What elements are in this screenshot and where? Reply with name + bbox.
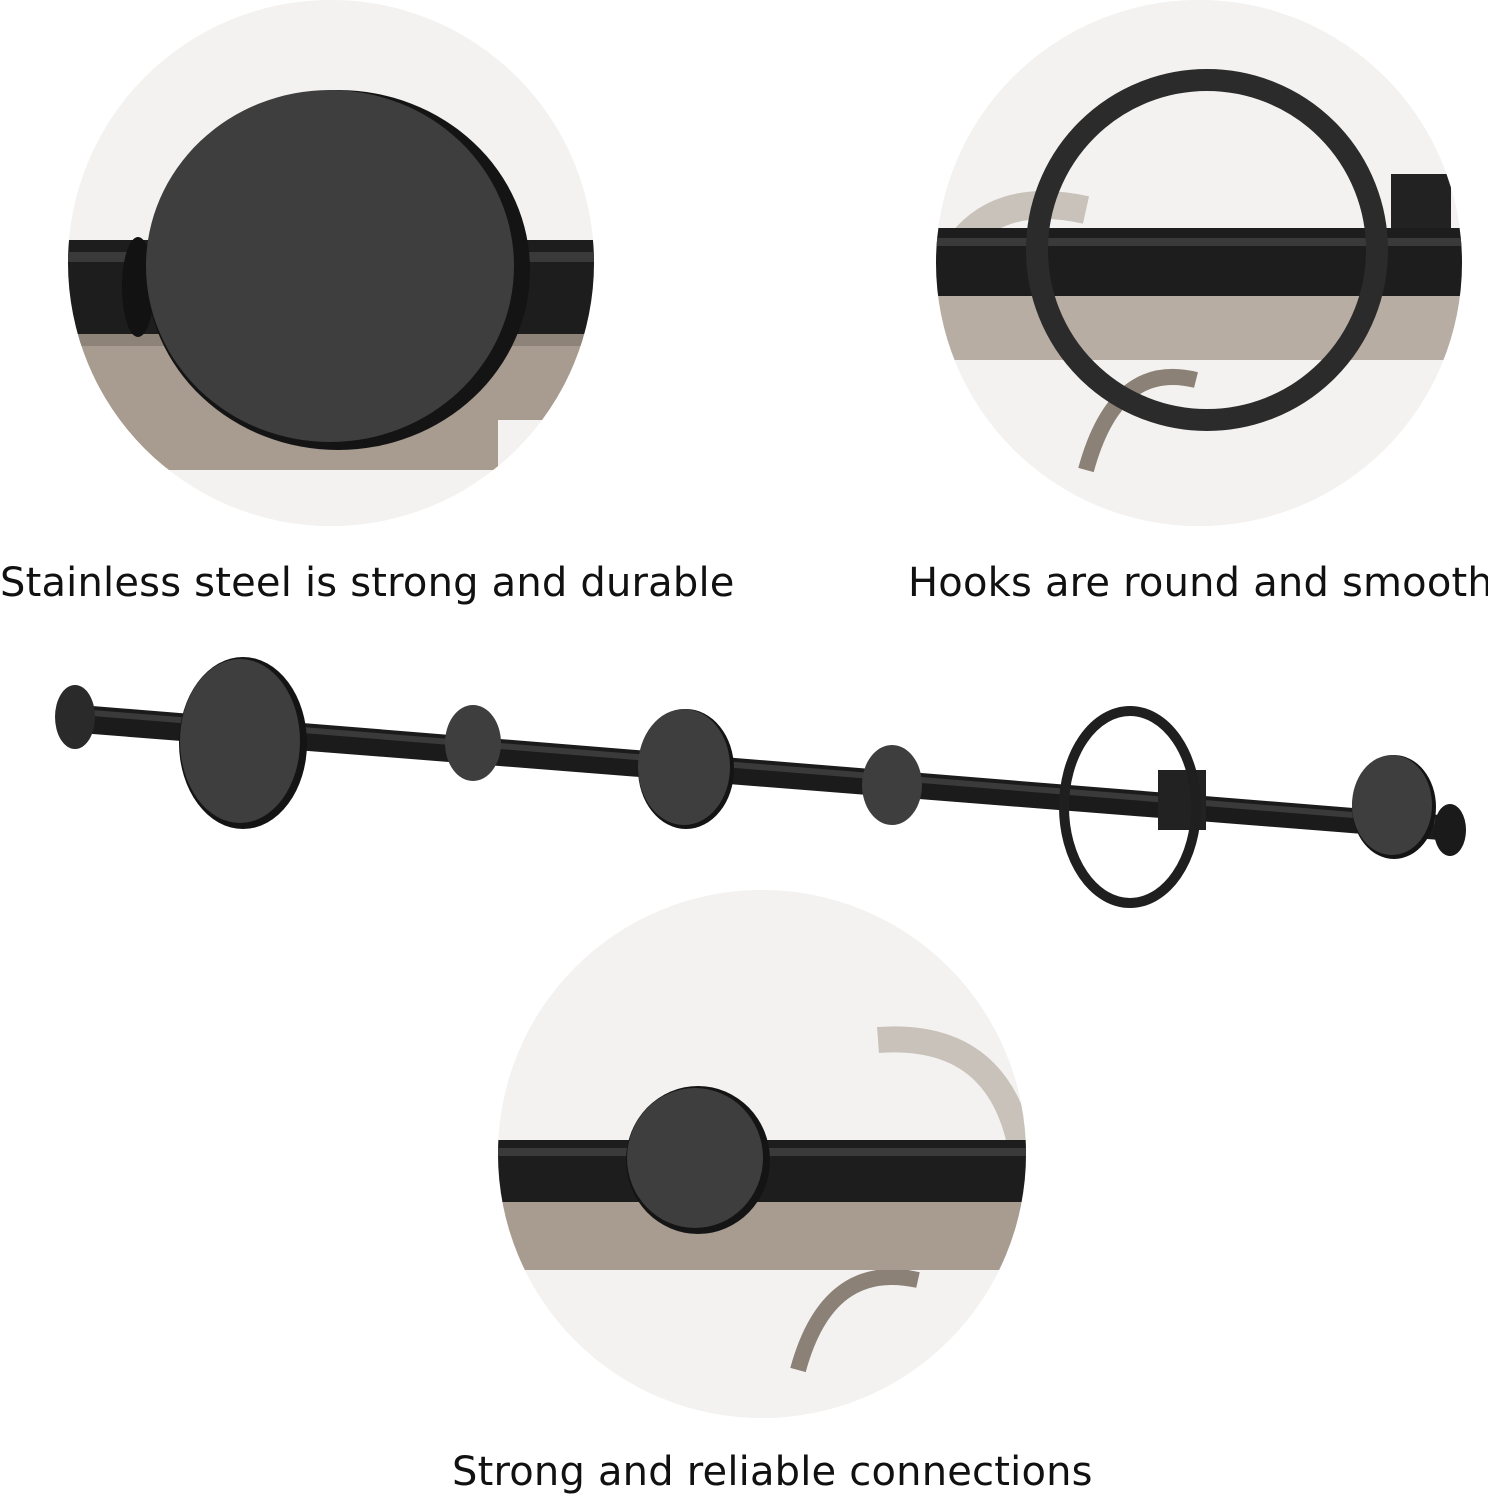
detail-photo-connection	[498, 890, 1026, 1418]
disc-hook-closeup-image	[68, 0, 594, 526]
caption-hooks: Hooks are round and smooth	[908, 560, 1488, 606]
detail-photo-disc-hook	[68, 0, 594, 526]
connection-closeup-image	[498, 890, 1026, 1418]
caption-connections: Strong and reliable connections	[452, 1449, 1093, 1495]
caption-material: Stainless steel is strong and durable	[0, 560, 735, 606]
full-rack-photo	[40, 635, 1480, 925]
ring-hook-closeup-image	[936, 0, 1462, 526]
coat-rack-image	[55, 657, 1466, 908]
detail-photo-ring-hook	[936, 0, 1462, 526]
